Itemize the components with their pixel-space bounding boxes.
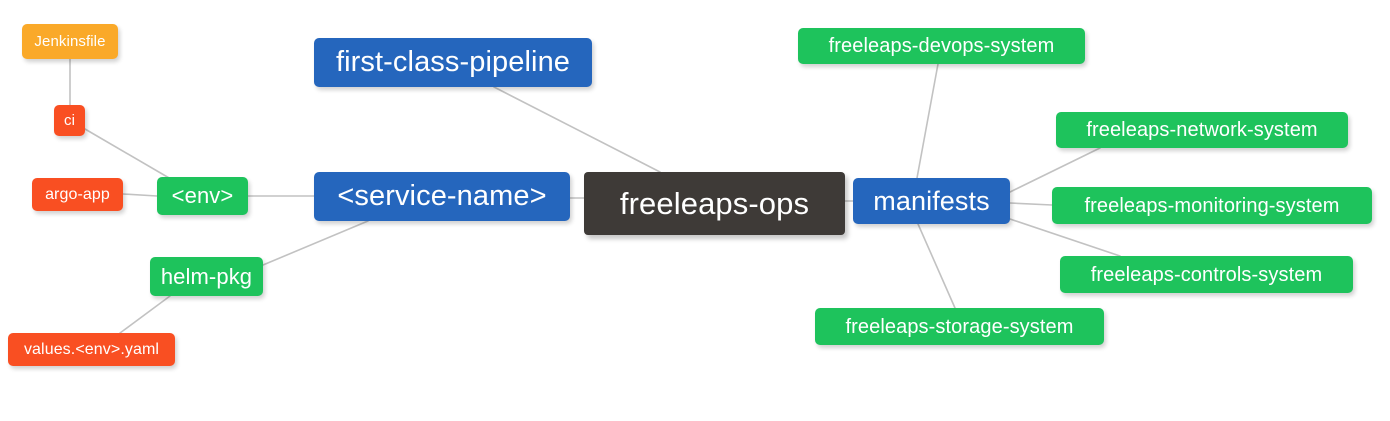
- mindmap-node-label: <service-name>: [337, 180, 547, 212]
- mindmap-edge: [917, 223, 956, 309]
- mindmap-node-freeleaps-storage-system[interactable]: freeleaps-storage-system: [815, 308, 1104, 345]
- mindmap-node-label: <env>: [171, 183, 234, 208]
- mindmap-node-label: freeleaps-monitoring-system: [1084, 194, 1340, 217]
- mindmap-edge: [119, 295, 171, 334]
- mindmap-edge: [1009, 147, 1101, 193]
- mindmap-node-freeleaps-controls-system[interactable]: freeleaps-controls-system: [1060, 256, 1353, 293]
- mindmap-node-ci[interactable]: ci: [54, 105, 85, 136]
- mindmap-node-label: manifests: [873, 185, 990, 216]
- mindmap-node-label: first-class-pipeline: [335, 46, 571, 78]
- mindmap-node-label: freeleaps-devops-system: [828, 35, 1055, 57]
- mindmap-node-label: freeleaps-network-system: [1086, 119, 1318, 141]
- mindmap-node-label: argo-app: [45, 185, 110, 203]
- mindmap-edge: [84, 128, 177, 183]
- mindmap-edge: [493, 86, 661, 173]
- mindmap-node-service-name[interactable]: <service-name>: [314, 172, 570, 221]
- mindmap-node-label: ci: [63, 112, 76, 129]
- mindmap-edge: [262, 220, 369, 266]
- mindmap-node-helm-pkg[interactable]: helm-pkg: [150, 257, 263, 296]
- mindmap-edge: [1009, 202, 1053, 206]
- mindmap-node-freeleaps-devops-system[interactable]: freeleaps-devops-system: [798, 28, 1085, 64]
- mindmap-node-label: freeleaps-storage-system: [845, 315, 1074, 338]
- mindmap-node-jenkinsfile[interactable]: Jenkinsfile: [22, 24, 118, 59]
- mindmap-node-manifests[interactable]: manifests: [853, 178, 1010, 224]
- mindmap-edge: [1009, 218, 1121, 257]
- mindmap-node-label: values.<env>.yaml: [23, 340, 160, 358]
- mindmap-node-freeleaps-ops[interactable]: freeleaps-ops: [584, 172, 845, 235]
- mindmap-node-label: freeleaps-ops: [619, 186, 810, 221]
- mindmap-node-freeleaps-network-system[interactable]: freeleaps-network-system: [1056, 112, 1348, 148]
- mindmap-edge: [122, 193, 158, 197]
- mindmap-node-label: Jenkinsfile: [34, 33, 106, 50]
- mindmap-node-env[interactable]: <env>: [157, 177, 248, 215]
- mindmap-node-label: freeleaps-controls-system: [1090, 263, 1323, 286]
- mindmap-node-label: helm-pkg: [160, 263, 253, 289]
- mindmap-node-freeleaps-monitoring-system[interactable]: freeleaps-monitoring-system: [1052, 187, 1372, 224]
- mindmap-node-argo-app[interactable]: argo-app: [32, 178, 123, 211]
- mindmap-node-first-class-pipeline[interactable]: first-class-pipeline: [314, 38, 592, 87]
- mindmap-node-values-yaml[interactable]: values.<env>.yaml: [8, 333, 175, 366]
- mindmap-edge: [916, 63, 939, 179]
